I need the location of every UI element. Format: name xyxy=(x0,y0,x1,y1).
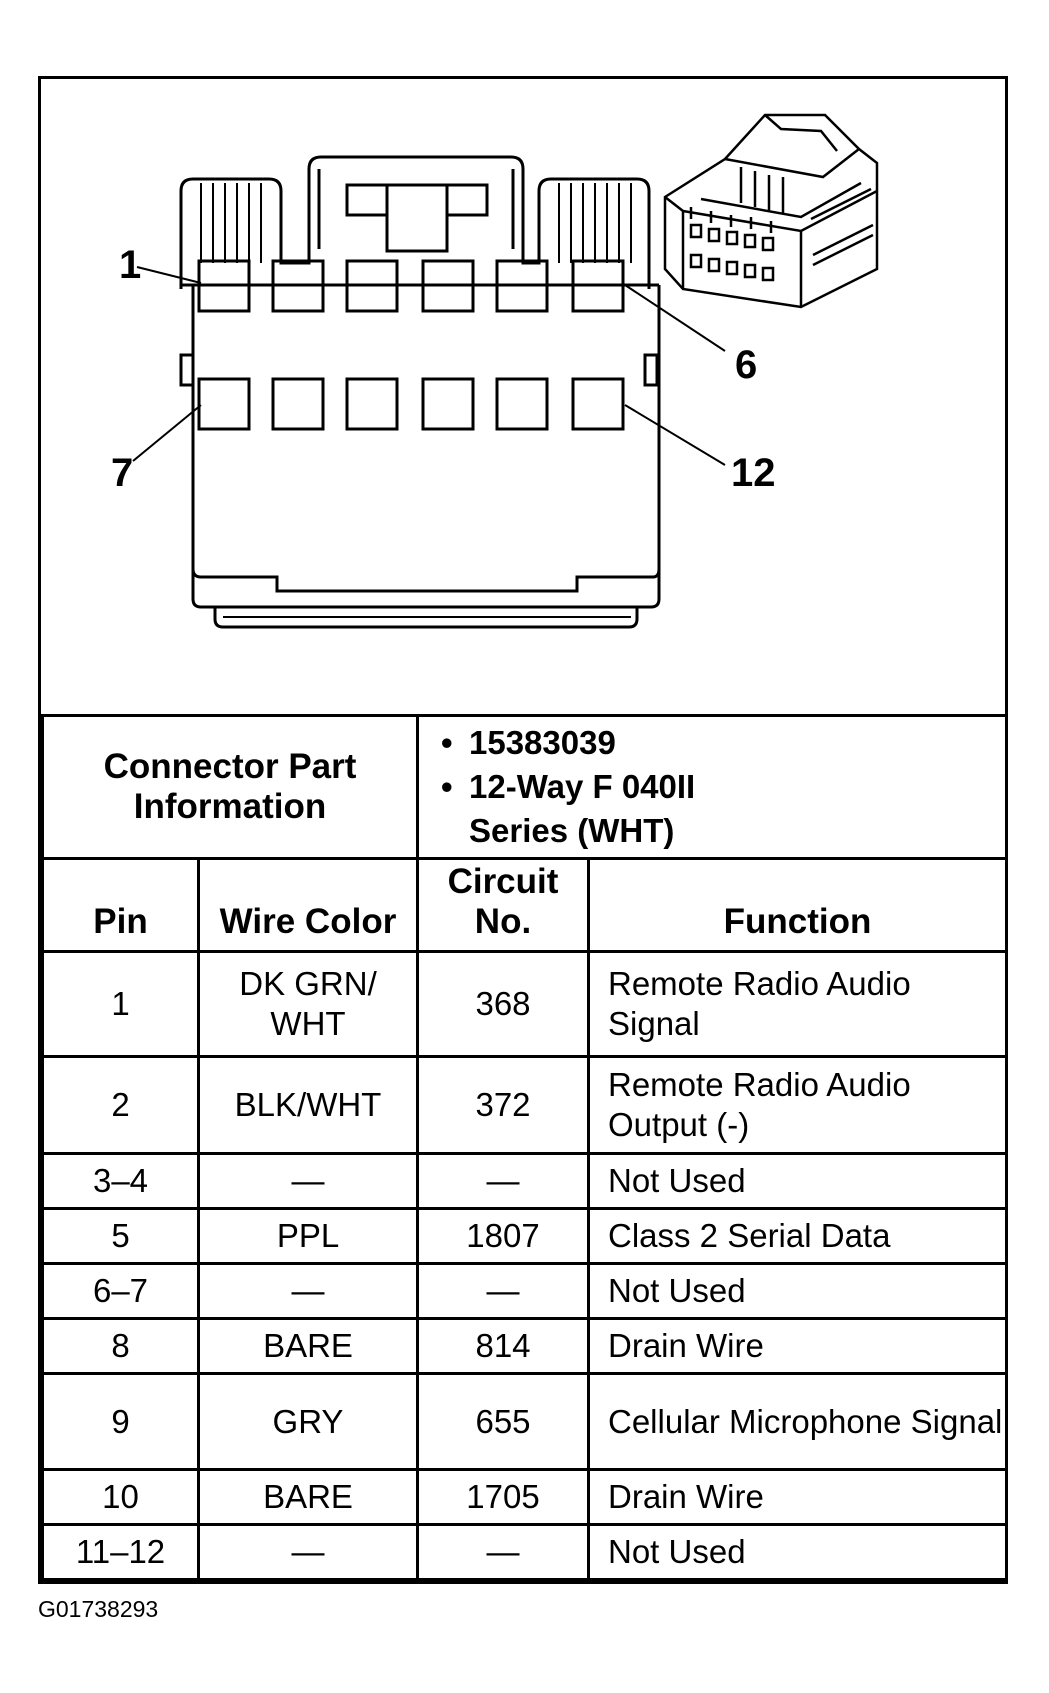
connector-description-1: 12-Way F 040II xyxy=(469,768,696,805)
connector-info-label: Connector Part Information xyxy=(41,714,419,860)
table-row: 10 BARE 1705 Drain Wire xyxy=(41,1468,1008,1526)
figure-code: G01738293 xyxy=(38,1596,159,1622)
pin-cell: 2 xyxy=(41,1055,200,1155)
pin-cell: 9 xyxy=(41,1372,200,1471)
pinout-table: Pin Wire Color Circuit No. Function 1 DK… xyxy=(41,857,1008,1581)
connector-info-values: • 15383039 • 12-Way F 040II Series (WHT) xyxy=(416,714,1008,860)
circuit-cell: — xyxy=(416,1152,590,1210)
circuit-cell: 368 xyxy=(416,950,590,1058)
connector-info-table: Connector Part Information • 15383039 • … xyxy=(41,714,1008,860)
header-wire-color: Wire Color xyxy=(197,857,419,953)
circuit-cell: 814 xyxy=(416,1317,590,1375)
part-number: 15383039 xyxy=(469,724,616,761)
circuit-cell: 1705 xyxy=(416,1468,590,1526)
pin-callout-1: 1 xyxy=(119,243,142,287)
table-row: 3–4 — — Not Used xyxy=(41,1152,1008,1210)
wire-color-cell: BARE xyxy=(197,1317,419,1375)
table-row: 5 PPL 1807 Class 2 Serial Data xyxy=(41,1207,1008,1265)
function-cell: Not Used xyxy=(587,1262,1008,1320)
function-cell: Remote Radio Audio Output (-) xyxy=(587,1055,1008,1155)
pin-cell: 10 xyxy=(41,1468,200,1526)
circuit-cell: — xyxy=(416,1523,590,1581)
pin-cell: 1 xyxy=(41,950,200,1058)
pin-callout-12: 12 xyxy=(731,451,776,495)
wire-color-cell: — xyxy=(197,1262,419,1320)
wire-color-cell: BLK/WHT xyxy=(197,1055,419,1155)
pin-cell: 8 xyxy=(41,1317,200,1375)
circuit-cell: 655 xyxy=(416,1372,590,1471)
description-line: • 12-Way F 040II xyxy=(441,765,1005,809)
function-cell: Drain Wire xyxy=(587,1317,1008,1375)
function-cell: Not Used xyxy=(587,1152,1008,1210)
description-line-2: Series (WHT) xyxy=(469,809,1005,853)
circuit-cell: 372 xyxy=(416,1055,590,1155)
table-row: 6–7 — — Not Used xyxy=(41,1262,1008,1320)
part-number-line: • 15383039 xyxy=(441,721,1005,765)
table-row: 8 BARE 814 Drain Wire xyxy=(41,1317,1008,1375)
circuit-cell: — xyxy=(416,1262,590,1320)
circuit-cell: 1807 xyxy=(416,1207,590,1265)
wire-color-cell: DK GRN/ WHT xyxy=(197,950,419,1058)
bullet-icon: • xyxy=(441,768,453,805)
pinout-table-section: Connector Part Information • 15383039 • … xyxy=(41,714,1008,1581)
wire-color-cell: PPL xyxy=(197,1207,419,1265)
function-cell: Not Used xyxy=(587,1523,1008,1581)
connector-description-2: Series (WHT) xyxy=(469,812,675,849)
table-row: 11–12 — — Not Used xyxy=(41,1523,1008,1581)
table-row: 1 DK GRN/ WHT 368 Remote Radio Audio Sig… xyxy=(41,950,1008,1058)
figure-frame: 1 6 7 12 Connector Part Information • 15… xyxy=(38,76,1008,1584)
connector-face-drawing xyxy=(132,113,879,629)
wire-color-cell: BARE xyxy=(197,1468,419,1526)
header-circuit-no: Circuit No. xyxy=(416,857,590,953)
function-cell: Class 2 Serial Data xyxy=(587,1207,1008,1265)
connector-info-row: Connector Part Information • 15383039 • … xyxy=(41,714,1008,860)
table-row: 9 GRY 655 Cellular Microphone Signal xyxy=(41,1372,1008,1471)
pin-callout-7: 7 xyxy=(111,451,134,495)
function-cell: Drain Wire xyxy=(587,1468,1008,1526)
function-cell: Cellular Microphone Signal xyxy=(587,1372,1008,1471)
pinout-header-row: Pin Wire Color Circuit No. Function xyxy=(41,857,1008,953)
connector-diagram: 1 6 7 12 xyxy=(41,79,1005,715)
pin-cell: 11–12 xyxy=(41,1523,200,1581)
pin-callout-6: 6 xyxy=(735,343,758,387)
wire-color-cell: — xyxy=(197,1523,419,1581)
table-row: 2 BLK/WHT 372 Remote Radio Audio Output … xyxy=(41,1055,1008,1155)
pin-cell: 5 xyxy=(41,1207,200,1265)
wire-color-cell: GRY xyxy=(197,1372,419,1471)
header-pin: Pin xyxy=(41,857,200,953)
header-function: Function xyxy=(587,857,1008,953)
pin-cell: 6–7 xyxy=(41,1262,200,1320)
pin-cell: 3–4 xyxy=(41,1152,200,1210)
wire-color-cell: — xyxy=(197,1152,419,1210)
function-cell: Remote Radio Audio Signal xyxy=(587,950,1008,1058)
bullet-icon: • xyxy=(441,724,453,761)
